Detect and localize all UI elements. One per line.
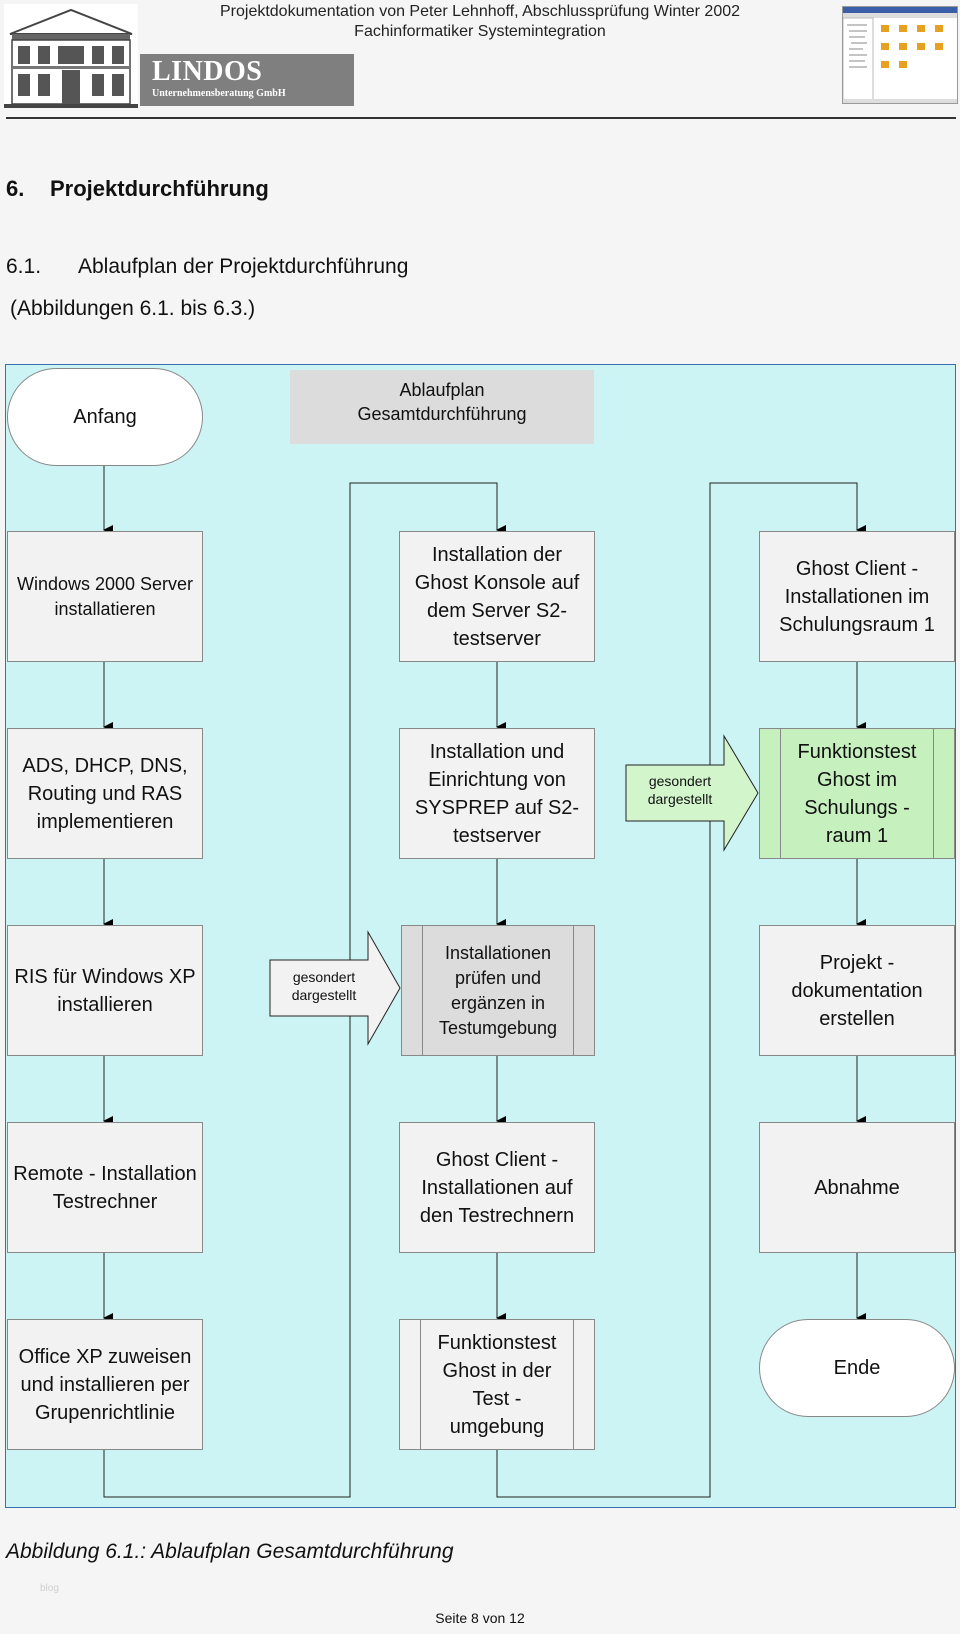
figure-caption: Abbildung 6.1.: Ablaufplan Gesamtdurchfü… [6, 1540, 454, 1563]
section-number: 6. [6, 176, 25, 201]
subsection-note: (Abbildungen 6.1. bis 6.3.) [10, 297, 256, 320]
step-funktionstest-test: Funktionstest Ghost in der Test - umgebu… [399, 1319, 595, 1450]
step-projektdokumentation: Projekt - dokumentation erstellen [759, 925, 955, 1056]
end-node: Ende [759, 1319, 955, 1417]
logo-subtitle: Unternehmensberatung GmbH [152, 88, 286, 99]
logo-name: LINDOS [152, 56, 263, 87]
company-logo: LINDOS Unternehmensberatung GmbH [140, 54, 354, 106]
step-funktionstest-schulung: Funktionstest Ghost im Schulungs - raum … [759, 728, 955, 859]
logo-building-image [4, 4, 138, 108]
header-line-1: Projektdokumentation von Peter Lehnhoff,… [219, 3, 741, 20]
subsection-number: 6.1. [6, 255, 42, 278]
watermark: blog [40, 1583, 59, 1594]
screenshot-thumbnail [842, 6, 958, 104]
diagram-title: Ablaufplan Gesamtdurchführung [290, 370, 594, 444]
section-title: Projektdurchführung [50, 176, 269, 201]
step-ads-dhcp: ADS, DHCP, DNS, Routing und RAS implemen… [7, 728, 203, 859]
page-number: Seite 8 von 12 [435, 1610, 525, 1626]
step-abnahme: Abnahme [759, 1122, 955, 1253]
document-header: Projektdokumentation von Peter Lehnhoff,… [160, 2, 800, 42]
subsection-title: Ablaufplan der Projektdurchführung [78, 255, 409, 278]
step-office-xp: Office XP zuweisen und installieren per … [7, 1319, 203, 1450]
step-sysprep: Installation und Einrichtung von SYSPREP… [399, 728, 595, 859]
start-node: Anfang [7, 368, 203, 466]
step-ghost-client-schulung: Ghost Client - Installationen im Schulun… [759, 531, 955, 662]
header-divider [6, 117, 956, 119]
step-ris: RIS für Windows XP installieren [7, 925, 203, 1056]
subsection-heading: 6.1. Ablaufplan der Projektdurchführung [6, 255, 408, 279]
section-heading: 6. Projektdurchführung [6, 176, 269, 202]
header-line-2: Fachinformatiker Systemintegration [354, 23, 606, 40]
callout-arrow-left [269, 930, 401, 1046]
diagram-title-line-2: Gesamtdurchführung [357, 404, 527, 424]
callout-arrow-right [625, 734, 759, 852]
diagram-title-line-1: Ablaufplan [399, 380, 485, 400]
step-ghost-konsole: Installation der Ghost Konsole auf dem S… [399, 531, 595, 662]
step-ghost-client-test: Ghost Client - Installationen auf den Te… [399, 1122, 595, 1253]
step-windows-2000: Windows 2000 Server installatieren [7, 531, 203, 662]
step-remote-installation: Remote - Installation Testrechner [7, 1122, 203, 1253]
step-installationen-pruefen: Installationen prüfen und ergänzen in Te… [401, 925, 595, 1056]
